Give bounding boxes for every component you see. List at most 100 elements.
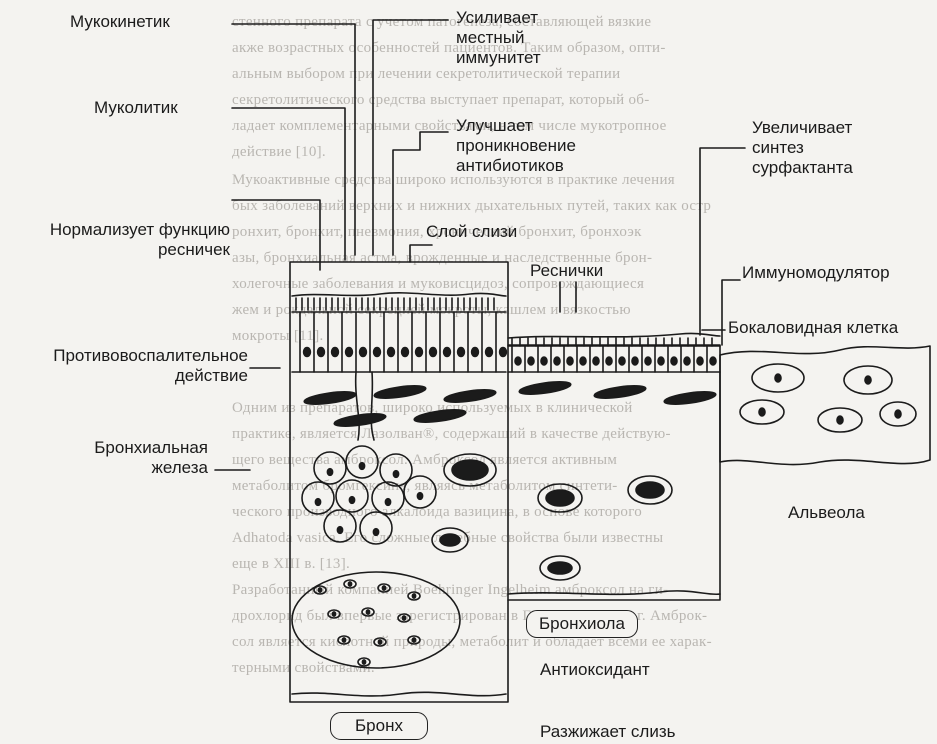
cell-nucleus [416, 348, 423, 357]
label-surfactant-line3: сурфактанта [752, 158, 853, 178]
smooth-muscle-cell [334, 411, 387, 428]
smooth-muscle-cell [414, 407, 467, 424]
cell-nucleus [318, 348, 325, 357]
plasma-cell-nucleus [348, 582, 351, 586]
cell-nucleus [554, 357, 560, 365]
cell-nucleus [500, 348, 507, 357]
blood-vessel-lumen [636, 482, 664, 498]
plasma-cell-nucleus [402, 616, 405, 620]
label-thins-mucus: Разжижает слизь [540, 722, 676, 742]
cell-nucleus [541, 357, 547, 365]
leader-normalize-cilia [232, 200, 320, 270]
connective-tissue [292, 692, 506, 696]
cell-nucleus [472, 348, 479, 357]
cell-nucleus [346, 348, 353, 357]
blood-vessel-lumen [548, 562, 572, 574]
leader-mucus-layer [410, 245, 432, 262]
alveolar-cell-nucleus [895, 410, 901, 418]
smooth-muscle-cell [304, 389, 357, 406]
cell-nucleus [567, 357, 573, 365]
cell-nucleus [632, 357, 638, 365]
cell-nucleus [388, 348, 395, 357]
cell-nucleus [684, 357, 690, 365]
cell-nucleus [304, 348, 311, 357]
label-bronchial-gland-line2: железа [60, 458, 208, 478]
label-bronchial-gland-line1: Бронхиальная [60, 438, 208, 458]
label-mucus-layer: Слой слизи [426, 222, 517, 242]
label-cilia: Реснички [530, 261, 603, 281]
label-antibiotics: Улучшает проникновение антибиотиков [456, 116, 576, 176]
label-local-immunity-line2: местный [456, 28, 541, 48]
cell-nucleus [671, 357, 677, 365]
cell-nucleus [580, 357, 586, 365]
cell-nucleus [360, 348, 367, 357]
label-immunomodulator: Иммуномодулятор [742, 263, 890, 283]
plasma-cell-nucleus [332, 612, 335, 616]
smooth-muscle-cell [664, 389, 717, 406]
cell-nucleus [458, 348, 465, 357]
blood-vessel-lumen [440, 534, 460, 546]
plasma-cell-nucleus [366, 610, 369, 614]
cell-nucleus [710, 357, 716, 365]
label-surfactant-line2: синтез [752, 138, 853, 158]
label-local-immunity: Усиливает местный иммунитет [456, 8, 541, 68]
gland-nucleus [417, 493, 422, 500]
cell-nucleus [402, 348, 409, 357]
label-anti-inflammatory: Противовоспалительное действие [6, 346, 248, 386]
smooth-muscle-cell [519, 379, 572, 396]
gland-nucleus [327, 469, 332, 476]
cell-nucleus [332, 348, 339, 357]
cell-nucleus [374, 348, 381, 357]
cell-nucleus [658, 357, 664, 365]
gland-nucleus [337, 527, 342, 534]
label-bronchus: Бронх [330, 712, 428, 740]
plasma-cell-nucleus [412, 594, 415, 598]
label-mucolytic: Муколитик [94, 98, 178, 118]
alveolar-cell-nucleus [775, 374, 781, 382]
cell-nucleus [430, 348, 437, 357]
alveolar-cell-nucleus [759, 408, 765, 416]
leader-mucokinetic [232, 24, 355, 255]
label-antibiotics-line2: проникновение [456, 136, 576, 156]
label-antibiotics-line1: Улучшает [456, 116, 576, 136]
label-normalize-cilia-line1: Нормализует функцию [18, 220, 230, 240]
blood-vessel-lumen [452, 460, 488, 480]
label-local-immunity-line3: иммунитет [456, 48, 541, 68]
label-bronchial-gland: Бронхиальная железа [60, 438, 208, 478]
gland-nucleus [349, 497, 354, 504]
cell-nucleus [645, 357, 651, 365]
label-surfactant-line1: Увеличивает [752, 118, 853, 138]
gland-nucleus [385, 499, 390, 506]
cell-nucleus [697, 357, 703, 365]
plasma-cell-nucleus [318, 588, 321, 592]
cell-nucleus [515, 357, 521, 365]
alveolar-cell-nucleus [837, 416, 843, 424]
label-anti-inflammatory-line2: действие [6, 366, 248, 386]
connective-tissue [508, 591, 720, 594]
plasma-cell-nucleus [412, 638, 415, 642]
cell-nucleus [528, 357, 534, 365]
label-surfactant: Увеличивает синтез сурфактанта [752, 118, 853, 178]
cell-nucleus [619, 357, 625, 365]
mucus-layer-line [292, 293, 506, 296]
label-alveola: Альвеола [788, 503, 865, 523]
label-bronchiole: Бронхиола [526, 610, 638, 638]
cell-nucleus [606, 357, 612, 365]
leader-local-immunity [373, 20, 448, 255]
label-local-immunity-line1: Усиливает [456, 8, 541, 28]
cell-nucleus [593, 357, 599, 365]
gland-nucleus [315, 499, 320, 506]
alveolar-cell-nucleus [865, 376, 871, 384]
gland-nucleus [359, 463, 364, 470]
label-anti-inflammatory-line1: Противовоспалительное [6, 346, 248, 366]
label-goblet-cell: Бокаловидная клетка [728, 318, 898, 338]
plasma-cell-nucleus [378, 640, 381, 644]
plasma-cell-nucleus [382, 586, 385, 590]
cell-nucleus [444, 348, 451, 357]
blood-vessel-lumen [546, 490, 574, 506]
gland-nucleus [393, 471, 398, 478]
smooth-muscle-cell [374, 383, 427, 400]
label-normalize-cilia: Нормализует функцию ресничек [18, 220, 230, 260]
gland-duct [356, 372, 374, 440]
smooth-muscle-cell [444, 387, 497, 404]
